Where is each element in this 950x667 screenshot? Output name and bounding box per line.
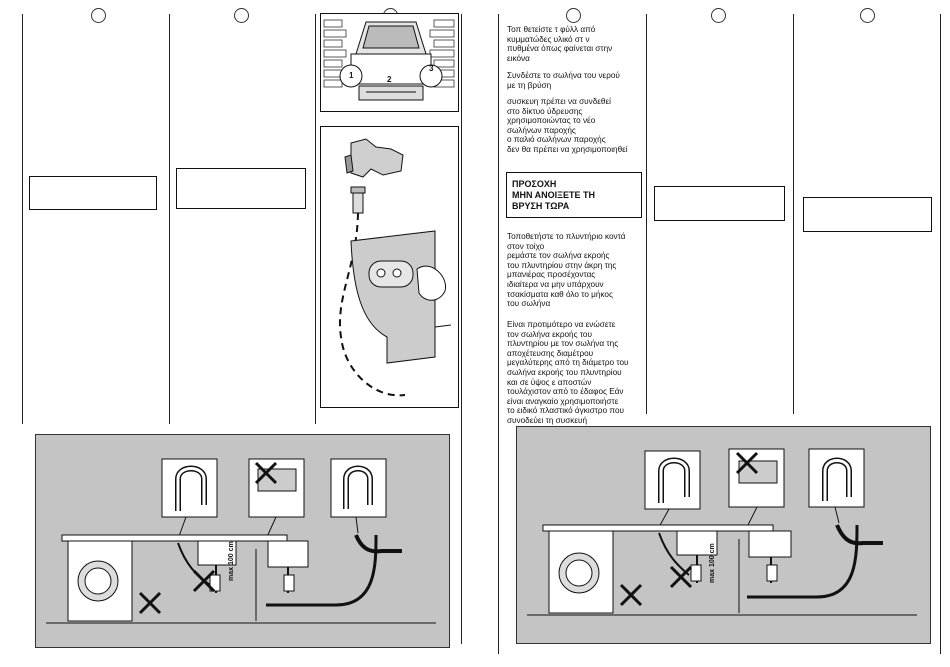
transport-bolts-figure: 1 2 3 [320, 13, 459, 112]
drainage-options-illustration [46, 458, 436, 624]
bolt-label-3: 3 [429, 64, 434, 73]
language-marker-circle [860, 8, 875, 23]
instruction-connect-hose: Συνδέστε το σωλήνα του νερού με τη βρύση [507, 71, 620, 90]
warning-box-do-not-open-tap: ΠΡΟΣΟΧΗ ΜΗΝ ΑΝΟΙΞΕΤΕ ΤΗ ΒΡΥΣΗ ΤΩΡΑ [506, 172, 642, 218]
column-divider [940, 14, 941, 654]
language-marker-circle [711, 8, 726, 23]
column-divider [498, 14, 499, 654]
language-marker-circle [234, 8, 249, 23]
transport-bolts-illustration [323, 19, 455, 101]
water-connection-figure [320, 126, 459, 408]
bolt-label-1: 1 [349, 71, 354, 80]
instruction-hang-drain-hose: Τοποθετήστε το πλυντήριο κοντά στον τοίχ… [507, 232, 626, 309]
instruction-connect-drain-pipe: Είναι προτιμότερο να ενώσετε τον σωλήνα … [507, 320, 629, 425]
instruction-new-hose: συσκευη πρέπει να συνδεθεί στο δίκτυο ύδ… [507, 97, 628, 154]
column-divider [169, 14, 170, 424]
drainage-options-panel: max 100 cm [35, 434, 450, 648]
warning-box [803, 197, 932, 232]
column-divider [646, 14, 647, 414]
column-divider [315, 14, 316, 424]
warning-text: ΠΡΟΣΟΧΗ ΜΗΝ ΑΝΟΙΞΕΤΕ ΤΗ ΒΡΥΣΗ ΤΩΡΑ [512, 179, 595, 211]
drainage-options-panel: max 100 cm [516, 426, 931, 644]
warning-box [29, 176, 157, 210]
language-marker-circle [566, 8, 581, 23]
drainage-options-illustration [527, 448, 917, 616]
warning-box [176, 168, 306, 209]
max-height-label: max 100 cm [709, 543, 716, 583]
max-height-label: max 100 cm [228, 541, 235, 581]
instruction-place-sheet: Τοπ θετείστε τ φύλλ από κυμματώδες υλικό… [507, 25, 613, 63]
water-tap-illustration [339, 138, 452, 397]
column-divider [461, 14, 462, 644]
column-divider [793, 14, 794, 414]
language-marker-circle [91, 8, 106, 23]
column-divider [22, 14, 23, 424]
bolt-label-2: 2 [387, 75, 392, 84]
warning-box [654, 186, 785, 221]
